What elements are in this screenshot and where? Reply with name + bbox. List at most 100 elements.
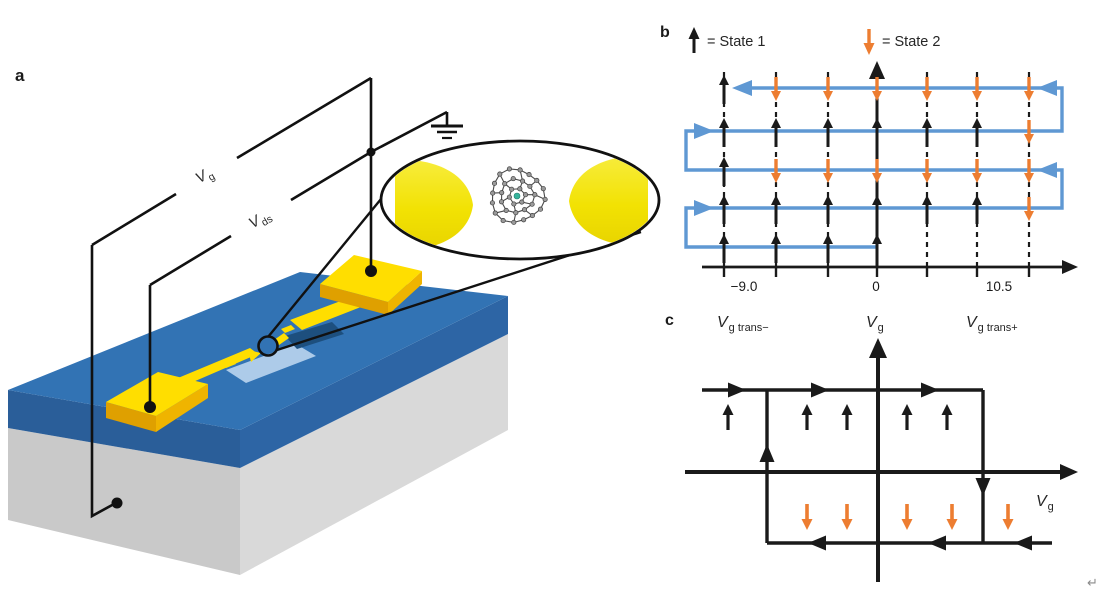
state1-up-arrow-icon [688, 27, 700, 53]
c-state1-up-arrowhead-4 [901, 404, 913, 415]
state1-up-arrowhead-r5c3 [823, 234, 833, 244]
carbon-atom [492, 210, 498, 216]
state1-up-arrowhead-r1c1 [719, 75, 729, 85]
state2-down-arrowhead-r3c4 [872, 173, 882, 183]
vg-axis-label: Vg [1036, 493, 1054, 513]
carbon-atom [511, 219, 517, 225]
loop-direction-arrowhead-5 [928, 535, 946, 551]
bias-wire-upper-segment [290, 150, 372, 202]
panel-c-hysteresis-loop: c Vg trans− Vg Vg trans+ Vg [665, 312, 1078, 582]
bias-voltage-label: Vds [246, 206, 275, 235]
carbon-atom [499, 190, 505, 196]
loop-direction-arrowhead-8 [975, 478, 991, 496]
c-horizontal-axis-arrowhead [1060, 464, 1078, 480]
lens-tangent-left [267, 198, 382, 338]
state1-up-arrowhead-r4c1 [719, 195, 729, 205]
state1-legend-label: = State 1 [707, 34, 765, 50]
gate-contact-dot [111, 497, 123, 509]
sweep-direction-arrowhead-1 [694, 200, 714, 216]
lens-left-electrode-cone [395, 160, 473, 250]
drain-lead-bar [290, 296, 366, 330]
gate-wire-upper-segment [236, 76, 372, 160]
state2-down-arrowhead-r3c2 [771, 173, 781, 183]
drain-pad-side-face [388, 271, 422, 315]
source-tip [248, 350, 261, 362]
state1-up-arrowhead-r2c6 [972, 118, 982, 128]
c-state2-down-arrowhead-4 [946, 519, 958, 530]
state1-up-arrowhead-r4c5 [922, 195, 932, 205]
loop-direction-arrowhead-7 [759, 444, 775, 462]
c-state1-up-arrowhead-1 [722, 404, 734, 415]
x-axis-arrowhead [1062, 260, 1078, 274]
state2-down-arrowhead-r3c6 [972, 173, 982, 183]
source-lead-bar [178, 348, 258, 385]
drain-contact-dot [365, 265, 377, 277]
gate-wire-drop [90, 245, 115, 519]
state2-down-arrowhead-r1c6 [972, 91, 982, 101]
carbon-atom [532, 192, 538, 198]
state1-up-arrowhead-r3c1 [719, 157, 729, 167]
panel-b-label: b [660, 24, 670, 41]
drain-pad-top-face [320, 255, 422, 302]
ground-wire-diagonal [370, 110, 448, 154]
state1-up-arrowhead-r4c6 [972, 195, 982, 205]
carriage-return-glyph: ↵ [1087, 575, 1098, 590]
state1-up-arrowhead-r2c2 [771, 118, 781, 128]
carbon-atom [517, 167, 523, 173]
carbon-atom [529, 213, 535, 219]
fullerene-molecule [489, 166, 548, 225]
state1-up-arrowhead-r4c3 [823, 195, 833, 205]
carbon-atom [540, 186, 546, 192]
carbon-atom [529, 201, 535, 207]
source-pad-side-face [156, 384, 208, 432]
c-state1-up-arrowhead-5 [941, 404, 953, 415]
gold-tab-left [222, 360, 236, 368]
carbon-atom [500, 218, 506, 224]
drain-pad-front-face [320, 284, 388, 315]
carbon-atom [527, 183, 533, 189]
circuit-wires [90, 76, 449, 519]
loop-direction-arrowhead-3 [921, 382, 939, 398]
carbon-atom [511, 201, 517, 207]
sweep-direction-arrowhead-4 [1037, 80, 1057, 96]
carbon-atom [506, 194, 512, 200]
c-state2-down-arrowhead-1 [801, 519, 813, 530]
endohedral-atom [513, 192, 521, 200]
carbon-atom [506, 166, 512, 172]
gate-voltage-label: Vg [193, 164, 218, 190]
carbon-atom [498, 199, 505, 205]
state1-up-arrowhead-r4c4 [872, 195, 882, 205]
carbon-atom [491, 180, 498, 186]
zoom-lens [379, 139, 661, 261]
carbon-atom [489, 200, 495, 206]
gate-wire-lower-segment [91, 192, 177, 247]
carbon-atom [503, 207, 509, 213]
gold-electrodes [106, 255, 422, 432]
oxide-front-right-face [240, 296, 508, 468]
sweep-path [684, 86, 1064, 249]
source-contact-dot [144, 401, 156, 413]
c-state2-down-arrowhead-5 [1002, 519, 1014, 530]
legend: = State 1 = State 2 [688, 27, 940, 55]
state2-down-arrowhead-r1c2 [771, 91, 781, 101]
panel-b-sweep-diagram: b = State 1 = State 2 −9.0 0 10.5 [660, 24, 1078, 294]
state2-down-arrowhead-r2c7 [1024, 134, 1034, 144]
state2-down-arrowhead-r4c7 [1024, 211, 1034, 221]
vg-trans-minus-label: Vg trans− [717, 314, 769, 334]
source-pad-front-face [106, 402, 156, 432]
gate-window [226, 344, 316, 383]
x-tick-label-zero: 0 [872, 279, 880, 294]
carbon-atom [497, 171, 503, 177]
bias-wire-lower-segment [149, 234, 232, 287]
gold-tab-right [281, 325, 295, 333]
carbon-atom [490, 190, 496, 196]
state1-up-arrowhead-r2c5 [922, 118, 932, 128]
carbon-atom [520, 178, 526, 184]
sweep-direction-arrowhead-2 [1037, 162, 1057, 178]
state2-down-arrowhead-r1c3 [823, 91, 833, 101]
carbon-atom [502, 181, 508, 187]
state1-up-arrowhead-r5c4 [872, 234, 882, 244]
sweep-direction-arrowhead-5 [732, 80, 752, 96]
state1-up-arrowhead-r2c4 [872, 118, 882, 128]
